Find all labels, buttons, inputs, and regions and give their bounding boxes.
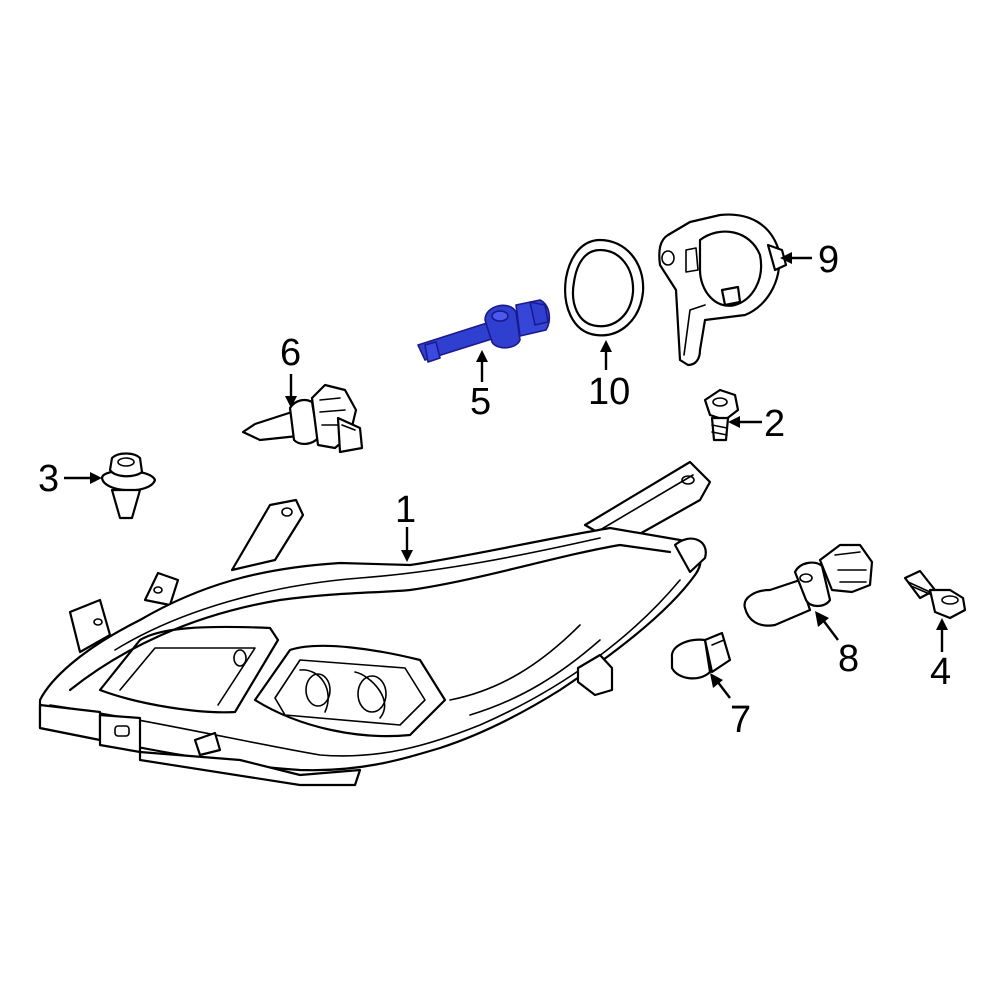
callout-3: 3: [38, 458, 59, 500]
side-marker-bulb[interactable]: [670, 631, 732, 680]
callout-2: 2: [764, 403, 785, 445]
callout-leaders: [64, 252, 948, 699]
headlamp-assembly[interactable]: [38, 460, 712, 787]
mounting-bolt-lower[interactable]: [903, 569, 967, 620]
callout-6: 6: [280, 332, 301, 374]
bulb-cover[interactable]: [658, 213, 788, 367]
headlamp-bulb[interactable]: [241, 383, 364, 454]
retainer-clip[interactable]: [100, 452, 157, 520]
callout-10: 10: [588, 371, 630, 413]
callout-5: 5: [470, 381, 491, 423]
callout-1: 1: [395, 489, 416, 531]
mounting-bolt-upper[interactable]: [703, 388, 740, 442]
callout-9: 9: [818, 239, 839, 281]
callout-4: 4: [930, 651, 951, 693]
callout-8: 8: [838, 638, 859, 680]
turn-signal-bulb[interactable]: [743, 543, 874, 627]
seal-ring[interactable]: [564, 238, 645, 337]
callout-7: 7: [730, 699, 751, 741]
bulb-highlighted[interactable]: [417, 299, 551, 363]
